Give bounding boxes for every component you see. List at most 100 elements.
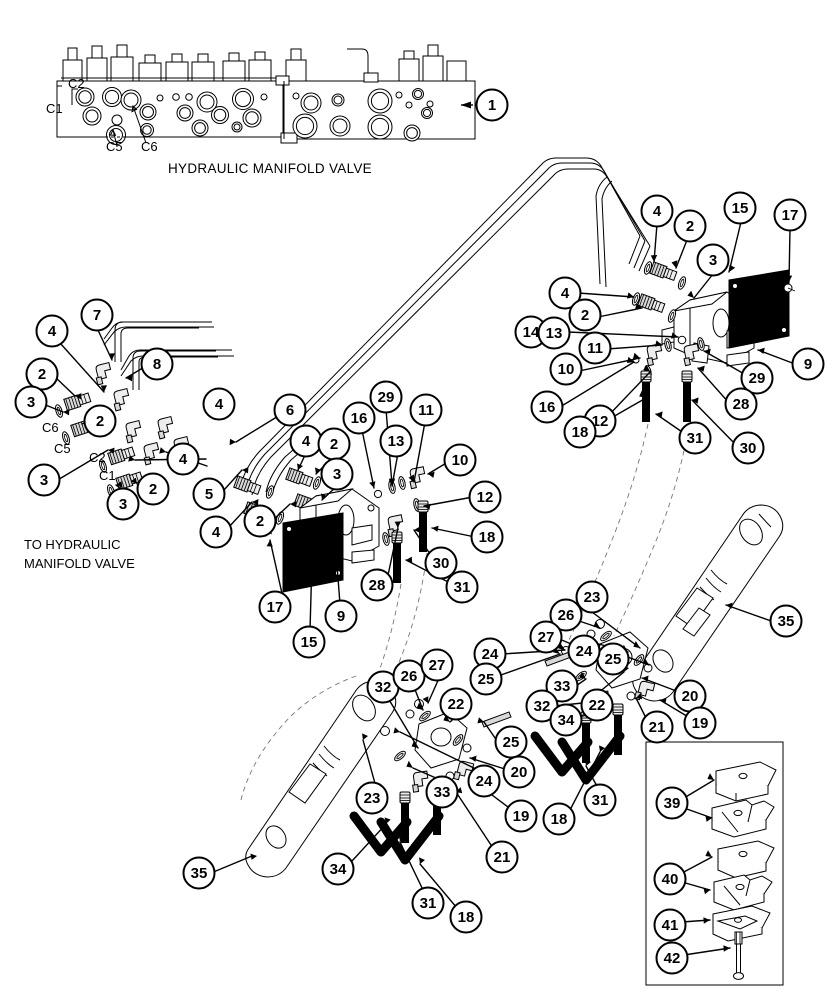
callout-24[interactable]: 24 [467,764,501,798]
callout-number: 22 [448,696,465,713]
callout-41[interactable]: 41 [653,908,687,942]
callout-circle [578,331,612,365]
callout-15[interactable]: 15 [723,191,757,225]
callout-28[interactable]: 28 [724,387,758,421]
callout-11[interactable]: 11 [578,331,612,365]
callout-21[interactable]: 21 [640,710,674,744]
callout-26[interactable]: 26 [549,598,583,632]
callout-18[interactable]: 18 [563,415,597,449]
callout-8[interactable]: 8 [140,347,174,381]
callout-circle [504,799,538,833]
callout-35[interactable]: 35 [182,856,216,890]
callout-10[interactable]: 10 [443,443,477,477]
callout-17[interactable]: 17 [773,198,807,232]
callout-19[interactable]: 19 [504,799,538,833]
callout-4[interactable]: 4 [640,194,674,228]
callout-4[interactable]: 4 [289,424,323,458]
callout-34[interactable]: 34 [549,703,583,737]
callout-40[interactable]: 40 [653,862,687,896]
callout-number: 2 [149,481,157,498]
callout-2[interactable]: 2 [568,298,602,332]
callout-4[interactable]: 4 [166,442,200,476]
callout-25[interactable]: 25 [494,725,528,759]
callout-31[interactable]: 31 [678,421,712,455]
callout-9[interactable]: 9 [791,347,825,381]
callout-33[interactable]: 33 [425,775,459,809]
callout-2[interactable]: 2 [317,427,351,461]
callout-13[interactable]: 13 [379,424,413,458]
callout-34[interactable]: 34 [321,852,355,886]
callout-42[interactable]: 42 [655,941,689,975]
callout-circle [199,515,233,549]
callout-18[interactable]: 18 [542,802,576,836]
callout-27[interactable]: 27 [529,620,563,654]
callout-39[interactable]: 39 [655,786,689,820]
callout-19[interactable]: 19 [683,706,717,740]
callout-6[interactable]: 6 [273,393,307,427]
callout-2[interactable]: 2 [25,357,59,391]
callout-2[interactable]: 2 [83,404,117,438]
callout-number: 17 [782,207,799,224]
callout-2[interactable]: 2 [673,209,707,243]
callout-3[interactable]: 3 [696,243,730,277]
callout-30[interactable]: 30 [424,546,458,580]
callout-4[interactable]: 4 [548,276,582,310]
callout-3[interactable]: 3 [106,487,140,521]
callout-33[interactable]: 33 [545,669,579,703]
callout-32[interactable]: 32 [366,670,400,704]
callout-3[interactable]: 3 [14,385,48,419]
callout-circle [655,941,689,975]
callout-26[interactable]: 26 [392,659,426,693]
callout-16[interactable]: 16 [530,390,564,424]
callout-21[interactable]: 21 [485,840,519,874]
callout-circle [35,314,69,348]
callout-circle [673,209,707,243]
callout-15[interactable]: 15 [292,625,326,659]
callout-18[interactable]: 18 [449,900,483,934]
callout-23[interactable]: 23 [355,781,389,815]
callout-18[interactable]: 18 [470,520,504,554]
callout-25[interactable]: 25 [469,662,503,696]
callout-28[interactable]: 28 [360,568,394,602]
callout-31[interactable]: 31 [445,570,479,604]
callout-number: 16 [351,410,368,427]
callout-number: 7 [93,307,101,324]
callout-29[interactable]: 29 [740,361,774,395]
callout-3[interactable]: 3 [320,457,354,491]
callout-11[interactable]: 11 [409,393,443,427]
callout-2[interactable]: 2 [136,472,170,506]
callout-27[interactable]: 27 [420,648,454,682]
callout-4[interactable]: 4 [199,515,233,549]
callout-2[interactable]: 2 [243,504,277,538]
callout-35[interactable]: 35 [769,604,803,638]
callout-23[interactable]: 23 [575,580,609,614]
callout-24[interactable]: 24 [567,634,601,668]
callout-number: 2 [686,218,694,235]
callout-24[interactable]: 24 [473,637,507,671]
manifold-title-label: HYDRAULIC MANIFOLD VALVE [168,161,372,176]
callout-22[interactable]: 22 [580,688,614,722]
callout-13[interactable]: 13 [537,316,571,350]
callout-16[interactable]: 16 [342,401,376,435]
callout-31[interactable]: 31 [583,783,617,817]
callout-10[interactable]: 10 [549,352,583,386]
callout-30[interactable]: 30 [731,431,765,465]
callout-22[interactable]: 22 [439,687,473,721]
port-label-p-c1b: C1 [99,468,116,483]
callout-circle [545,669,579,703]
callout-31[interactable]: 31 [411,886,445,920]
callout-4[interactable]: 4 [202,387,236,421]
callout-1[interactable]: 1 [475,88,509,122]
callout-9[interactable]: 9 [324,599,358,633]
callout-5[interactable]: 5 [192,477,226,511]
leader-arrowheads [63,101,793,952]
callout-circle [321,852,355,886]
callout-29[interactable]: 29 [369,380,403,414]
callout-25[interactable]: 25 [596,642,630,676]
callout-12[interactable]: 12 [468,480,502,514]
callout-7[interactable]: 7 [80,298,114,332]
callout-4[interactable]: 4 [35,314,69,348]
callout-3[interactable]: 3 [27,463,61,497]
callout-20[interactable]: 20 [502,755,536,789]
callout-17[interactable]: 17 [258,590,292,624]
